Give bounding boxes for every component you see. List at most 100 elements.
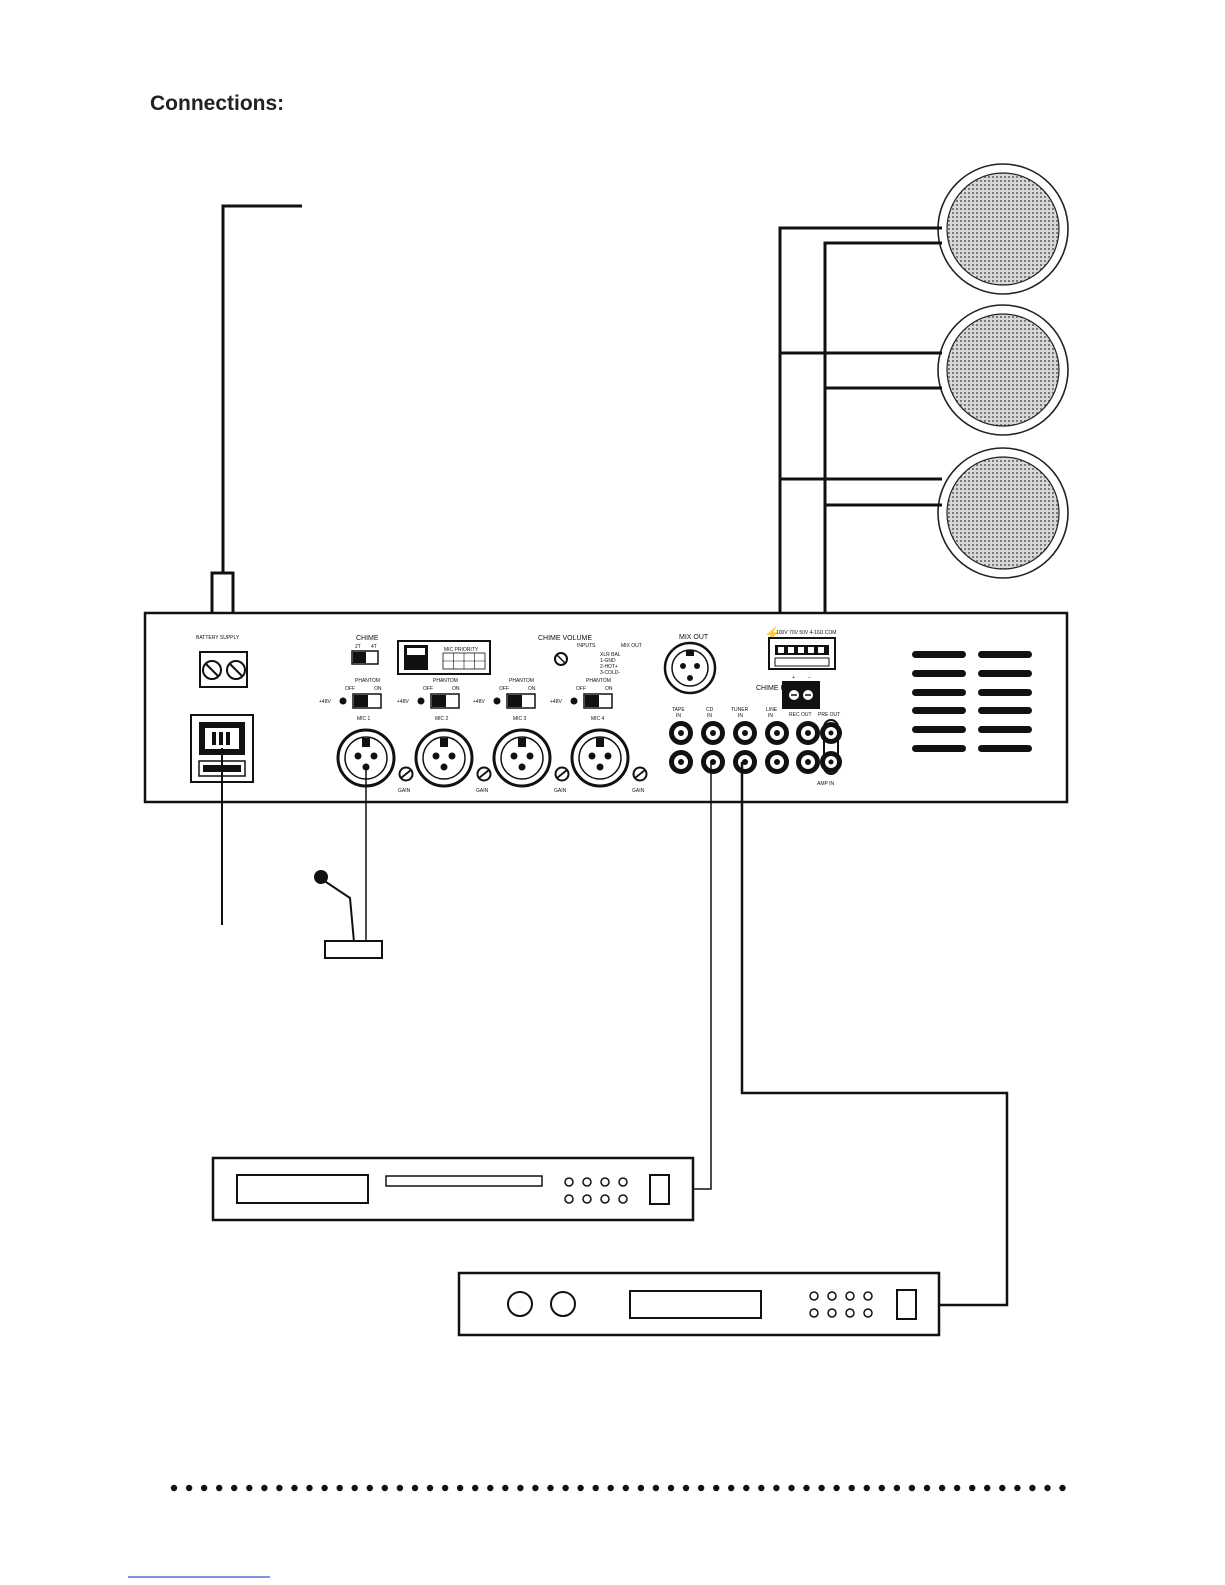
phantom-label: PHANTOM: [509, 678, 534, 684]
footer-dot: [652, 1484, 660, 1492]
footer-dot: [306, 1484, 313, 1492]
tuner-in-label-1: TUNER: [731, 707, 749, 713]
tuner-jack-right[interactable]: [733, 750, 757, 774]
footer-dot: [923, 1484, 931, 1492]
phantom-led: [493, 697, 501, 705]
cd-jack-right[interactable]: [701, 750, 725, 774]
footer-dot: [758, 1484, 765, 1492]
chime-label: CHIME: [356, 635, 379, 642]
chime-remote-terminal[interactable]: + − CHIME REMOTE: [756, 675, 820, 709]
footer-dot: [908, 1484, 916, 1492]
line-in-label-1: LINE: [766, 707, 778, 713]
footer-dot: [938, 1484, 946, 1492]
pre-out-jack[interactable]: [820, 722, 842, 744]
cd-in-label-2: IN: [707, 713, 712, 719]
tape-jack-left[interactable]: [669, 721, 693, 745]
footer-dot: [426, 1484, 434, 1492]
ventilation-slots: [912, 651, 1032, 752]
gain-label: GAIN: [632, 788, 645, 794]
ceiling-speaker-2: [937, 304, 1069, 436]
microphone: [314, 768, 383, 959]
chime-volume-knob[interactable]: CHIME VOLUME INPUTS MIX OUT XLR BAL 1-GN…: [538, 635, 642, 676]
rca-jacks: [669, 721, 842, 774]
on-label: ON: [528, 686, 536, 692]
footer-dot: [697, 1484, 705, 1492]
footer-dot: [170, 1484, 178, 1492]
minus-label: −: [808, 675, 811, 681]
phantom-label: PHANTOM: [355, 678, 380, 684]
footer-dot: [773, 1484, 780, 1492]
footer-dot: [999, 1484, 1006, 1492]
mix-out-connector[interactable]: MIX OUT: [663, 634, 717, 695]
footer-dot: [547, 1484, 554, 1492]
gain-knob-2[interactable]: [476, 766, 492, 782]
on-label: ON: [452, 686, 460, 692]
rec-out-jack-left[interactable]: [796, 721, 820, 745]
off-label: OFF: [499, 686, 509, 692]
xlr-pin-1-label: 1-GND: [600, 658, 616, 664]
footer-dot: [1059, 1484, 1066, 1492]
tape-in-label-2: IN: [676, 713, 681, 719]
tape-jack-right[interactable]: [669, 750, 693, 774]
chime-2t-label: 2T: [355, 644, 361, 650]
footer-dot: [984, 1484, 991, 1492]
on-label: ON: [605, 686, 613, 692]
footer-dot: [351, 1484, 358, 1492]
footer-dot: [622, 1484, 629, 1492]
footer-dot: [969, 1484, 976, 1492]
tuner-jack-left[interactable]: [733, 721, 757, 745]
footer-dot: [713, 1484, 720, 1492]
footer-dot: [743, 1484, 750, 1492]
mic-priority-label: MIC PRIORITY: [444, 647, 479, 653]
pre-amp-jumper[interactable]: [823, 719, 839, 775]
line-jack-left[interactable]: [765, 721, 789, 745]
phantom-label: PHANTOM: [433, 678, 458, 684]
footer-dot: [276, 1484, 283, 1492]
amp-in-jack[interactable]: [820, 751, 842, 773]
plus-48v-label: +48V: [550, 699, 562, 705]
cd-jack-left[interactable]: [701, 721, 725, 745]
gain-knob-4[interactable]: [632, 766, 648, 782]
footer-dot: [728, 1484, 735, 1492]
footer-dot: [893, 1484, 901, 1492]
rec-out-jack-right[interactable]: [796, 750, 820, 774]
gain-label: GAIN: [476, 788, 489, 794]
speaker-output-terminal[interactable]: ⚡ 100V 70V 50V 4-16Ω COM: [764, 626, 836, 670]
footer-dot: [818, 1484, 825, 1492]
footer-dot: [487, 1484, 494, 1492]
gain-label: GAIN: [398, 788, 411, 794]
off-label: OFF: [576, 686, 586, 692]
footer-dot: [682, 1484, 690, 1492]
footer-dot: [878, 1484, 885, 1492]
battery-wiring: [210, 204, 302, 672]
plus-48v-label: +48V: [319, 699, 331, 705]
line-jack-right[interactable]: [765, 750, 789, 774]
footer-dot: [1029, 1484, 1036, 1492]
footer-dot: [517, 1484, 524, 1492]
footer-dot: [396, 1484, 404, 1492]
phantom-toggle-knob: [432, 695, 446, 707]
gain-knob-1[interactable]: [398, 766, 414, 782]
chime-switch[interactable]: CHIME 2T 4T: [351, 635, 379, 665]
footer-dot: [246, 1484, 253, 1492]
mic-priority-dip-switch[interactable]: MIC PRIORITY: [397, 640, 491, 675]
footer-dot: [472, 1484, 479, 1492]
footer-dot: [607, 1484, 614, 1492]
gain-knob-3[interactable]: [554, 766, 570, 782]
tuner-cable: [740, 762, 1009, 1307]
line-in-label-2: IN: [768, 713, 773, 719]
phantom-toggle-knob: [508, 695, 522, 707]
footer-dot: [848, 1484, 855, 1492]
footer-dot: [788, 1484, 795, 1492]
footer-dot: [185, 1484, 193, 1492]
amplifier-rear-panel: BATTERY SUPPLY CHIME 2T 4T: [143, 611, 1069, 804]
